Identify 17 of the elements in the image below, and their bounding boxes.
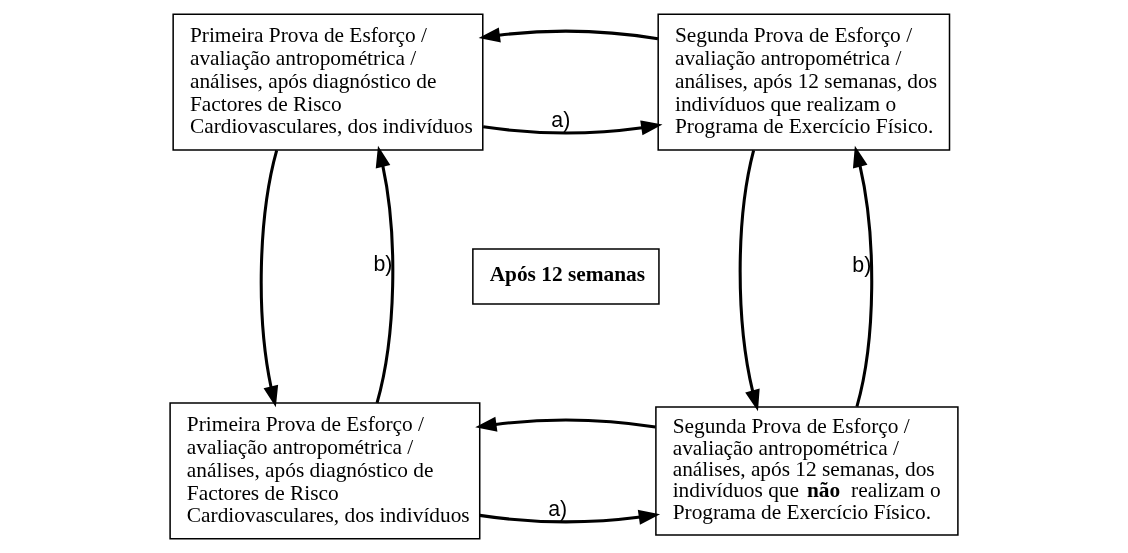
edge-label: a) <box>548 497 568 522</box>
edge-label: a) <box>551 108 571 133</box>
arrow <box>479 509 661 525</box>
node-box: Segunda Prova de Esforço / avaliação antropométrica / análises, após 12 semanas, dos indivíduos que realizam o Programa de Exercício Físico. <box>657 13 951 151</box>
node-box: Segunda Prova de Esforço / avaliação antropométrica / análises, após 12 semanas, dos indivíduos que não realizam o Programa de Exercício Físico. <box>655 406 959 536</box>
arrow <box>375 145 395 404</box>
edge-label: b) <box>373 252 393 277</box>
arrow <box>483 120 663 136</box>
edge-label: b) <box>852 253 872 278</box>
node-box: Primeira Prova de Esforço / avaliação antropométrica / análises, após diagnóstico de Factores de Risco Cardiovasculares, dos indivíduos <box>169 402 481 540</box>
node-box: Primeira Prova de Esforço / avaliação antropométrica / análises, após diagnóstico de Factores de Risco Cardiovasculares, dos indivíduos <box>172 13 484 151</box>
node-box: Após 12 semanas <box>472 248 660 305</box>
arrow <box>259 149 279 408</box>
arrow <box>852 145 874 408</box>
arrow <box>475 416 656 432</box>
arrow <box>738 150 760 412</box>
arrow <box>478 27 659 43</box>
